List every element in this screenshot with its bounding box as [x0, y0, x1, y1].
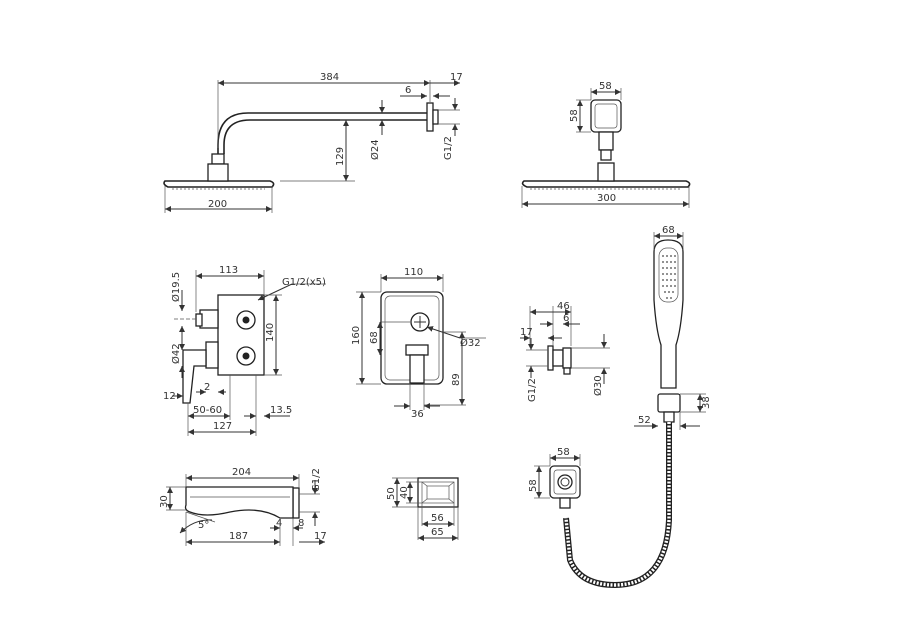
outlet-17-dim: 17	[520, 327, 533, 338]
spout-4-dim: 4	[276, 518, 282, 529]
box-40-dim: 40	[399, 486, 410, 499]
arm-length-dim: 384	[320, 72, 339, 83]
spout-drawing: 204 G1/2 30 5° 4 8 187 17	[159, 467, 327, 546]
diverter-2-dim: 2	[204, 382, 210, 393]
ceiling-head-width-dim: 300	[597, 193, 616, 204]
mixer-plate-drawing: 110 160 68 Ø32 89 36	[351, 267, 486, 420]
box-65-dim: 65	[431, 527, 444, 538]
arm-6-dim: 6	[405, 85, 411, 96]
spray-nozzles	[662, 255, 676, 299]
hand-shower-drawing: 68 38 52	[563, 225, 712, 589]
hand-shower-38-dim: 38	[701, 396, 712, 409]
overflow-box-drawing: 50 40 56 65	[386, 477, 459, 541]
diverter-127-dim: 127	[213, 421, 232, 432]
spout-angle-dim: 5°	[198, 520, 209, 531]
plate-width-dim: 110	[404, 267, 423, 278]
diverter-13-5-dim: 13.5	[270, 405, 292, 416]
diverter-42-dim: Ø42	[170, 343, 182, 364]
plate-68-dim: 68	[369, 331, 380, 344]
box-56-dim: 56	[431, 513, 444, 524]
ceiling-mount-height-dim: 58	[569, 109, 580, 122]
hose-holder-drawing: 58 58	[528, 447, 581, 509]
diverter-thread-dim: G1/2(x5)	[282, 277, 326, 288]
arm-height-dim: 129	[335, 147, 346, 166]
plate-knob-dim: Ø32	[460, 337, 481, 349]
spout-187-dim: 187	[229, 531, 248, 542]
holder-58-width-dim: 58	[557, 447, 570, 458]
spout-8-dim: 8	[298, 518, 304, 529]
plate-89-dim: 89	[451, 373, 462, 386]
plate-height-dim: 160	[351, 326, 362, 345]
diverter-body-drawing: 113 G1/2(x5) Ø19.5 Ø42 140 2 12 50-60 13…	[163, 265, 326, 436]
diverter-19-5-dim: Ø19.5	[170, 272, 182, 302]
holder-58-height-dim: 58	[528, 479, 539, 492]
ceiling-mount-width-dim: 58	[599, 81, 612, 92]
spout-thread-dim: G1/2	[311, 468, 322, 492]
hand-shower-68-dim: 68	[662, 225, 675, 236]
diverter-50-60-dim: 50-60	[193, 405, 222, 416]
outlet-thread-dim: G1/2	[527, 378, 538, 402]
diverter-140-dim: 140	[265, 323, 276, 342]
spout-17-dim: 17	[314, 531, 327, 542]
arm-pipe-dim: Ø24	[369, 139, 381, 160]
box-50-dim: 50	[386, 487, 397, 500]
wall-outlet-drawing: 46 6 17 G1/2 Ø30	[520, 301, 610, 402]
plate-36-dim: 36	[411, 409, 424, 420]
shower-arm-drawing: 384 17 6 129 Ø24 G1/2 200	[163, 72, 463, 213]
diverter-12-dim: 12	[163, 391, 176, 402]
outlet-6-dim: 6	[563, 313, 569, 324]
spout-30-dim: 30	[159, 495, 170, 508]
outlet-30-dim: Ø30	[592, 375, 604, 396]
arm-head-width-dim: 200	[208, 199, 227, 210]
arm-thread-dim: G1/2	[443, 136, 454, 160]
ceiling-head-drawing: 58 58 300	[521, 81, 691, 208]
spout-204-dim: 204	[232, 467, 251, 478]
diverter-113-dim: 113	[219, 265, 238, 276]
arm-flange-dim: 17	[450, 72, 463, 83]
outlet-46-dim: 46	[557, 301, 570, 312]
hand-shower-52-dim: 52	[638, 415, 651, 426]
